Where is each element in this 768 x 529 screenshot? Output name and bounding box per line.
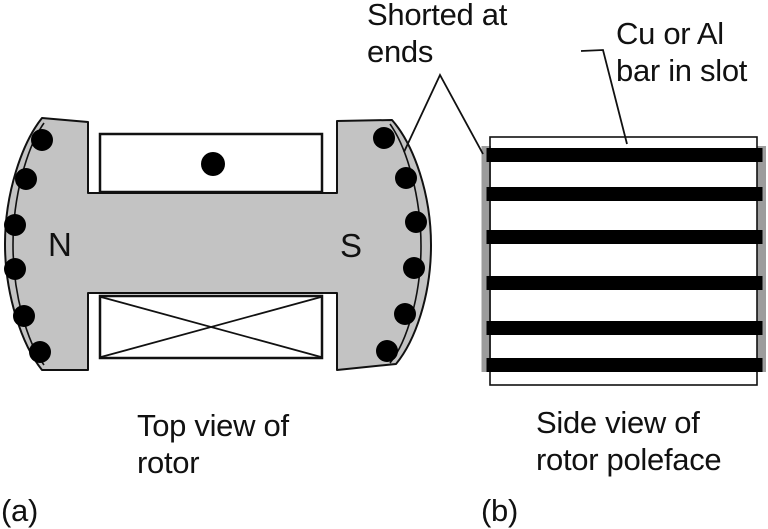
damper-bar-dot	[394, 303, 416, 325]
caption-top-view: Top view of rotor	[137, 408, 289, 480]
leader-line-shorted-at-ends	[403, 73, 484, 155]
damper-bar-dot	[31, 129, 53, 151]
slot-bar	[486, 148, 763, 162]
end-ring-left	[481, 146, 491, 372]
damper-bar-dot	[376, 340, 398, 362]
winding-cross-line	[100, 296, 322, 358]
damper-bar-dot	[403, 257, 425, 279]
damper-bar-dot	[373, 127, 395, 149]
panel-tag-a: (a)	[1, 493, 38, 528]
slot-bar	[486, 230, 763, 244]
rotor-top-view	[4, 117, 432, 371]
damper-bar-dot	[395, 167, 417, 189]
north-pole-label: N	[48, 226, 72, 263]
slot-bar	[486, 358, 763, 372]
slot-bar	[486, 187, 763, 201]
panel-tag-b: (b)	[481, 493, 518, 528]
leader-line-cu-bar	[580, 49, 628, 145]
slot-bars	[486, 148, 763, 372]
slot-bar	[486, 321, 763, 335]
slot-bar	[486, 276, 763, 290]
poleface-side-view	[481, 136, 766, 386]
cu-al-bar-label: Cu or Al bar in slot	[616, 16, 748, 88]
damper-bar-dot	[4, 214, 26, 236]
pole-face-strip-left	[12, 122, 45, 366]
caption-side-view: Side view of rotor poleface	[536, 405, 722, 477]
current-dot-symbol	[201, 152, 225, 176]
end-ring-right	[756, 146, 766, 372]
damper-bar-dot	[15, 168, 37, 190]
damper-bar-dot	[405, 211, 427, 233]
damper-bar-dot	[29, 341, 51, 363]
pole-face-strip-right	[389, 123, 422, 364]
damper-bar-dots-right	[373, 127, 427, 362]
south-pole-label: S	[340, 227, 362, 264]
poleface-plate	[489, 136, 758, 386]
damper-bar-dot	[4, 258, 26, 280]
damper-bar-dot	[13, 305, 35, 327]
shorted-at-ends-label: Shorted at ends	[367, 0, 508, 69]
damper-bar-dots-left	[4, 129, 53, 363]
